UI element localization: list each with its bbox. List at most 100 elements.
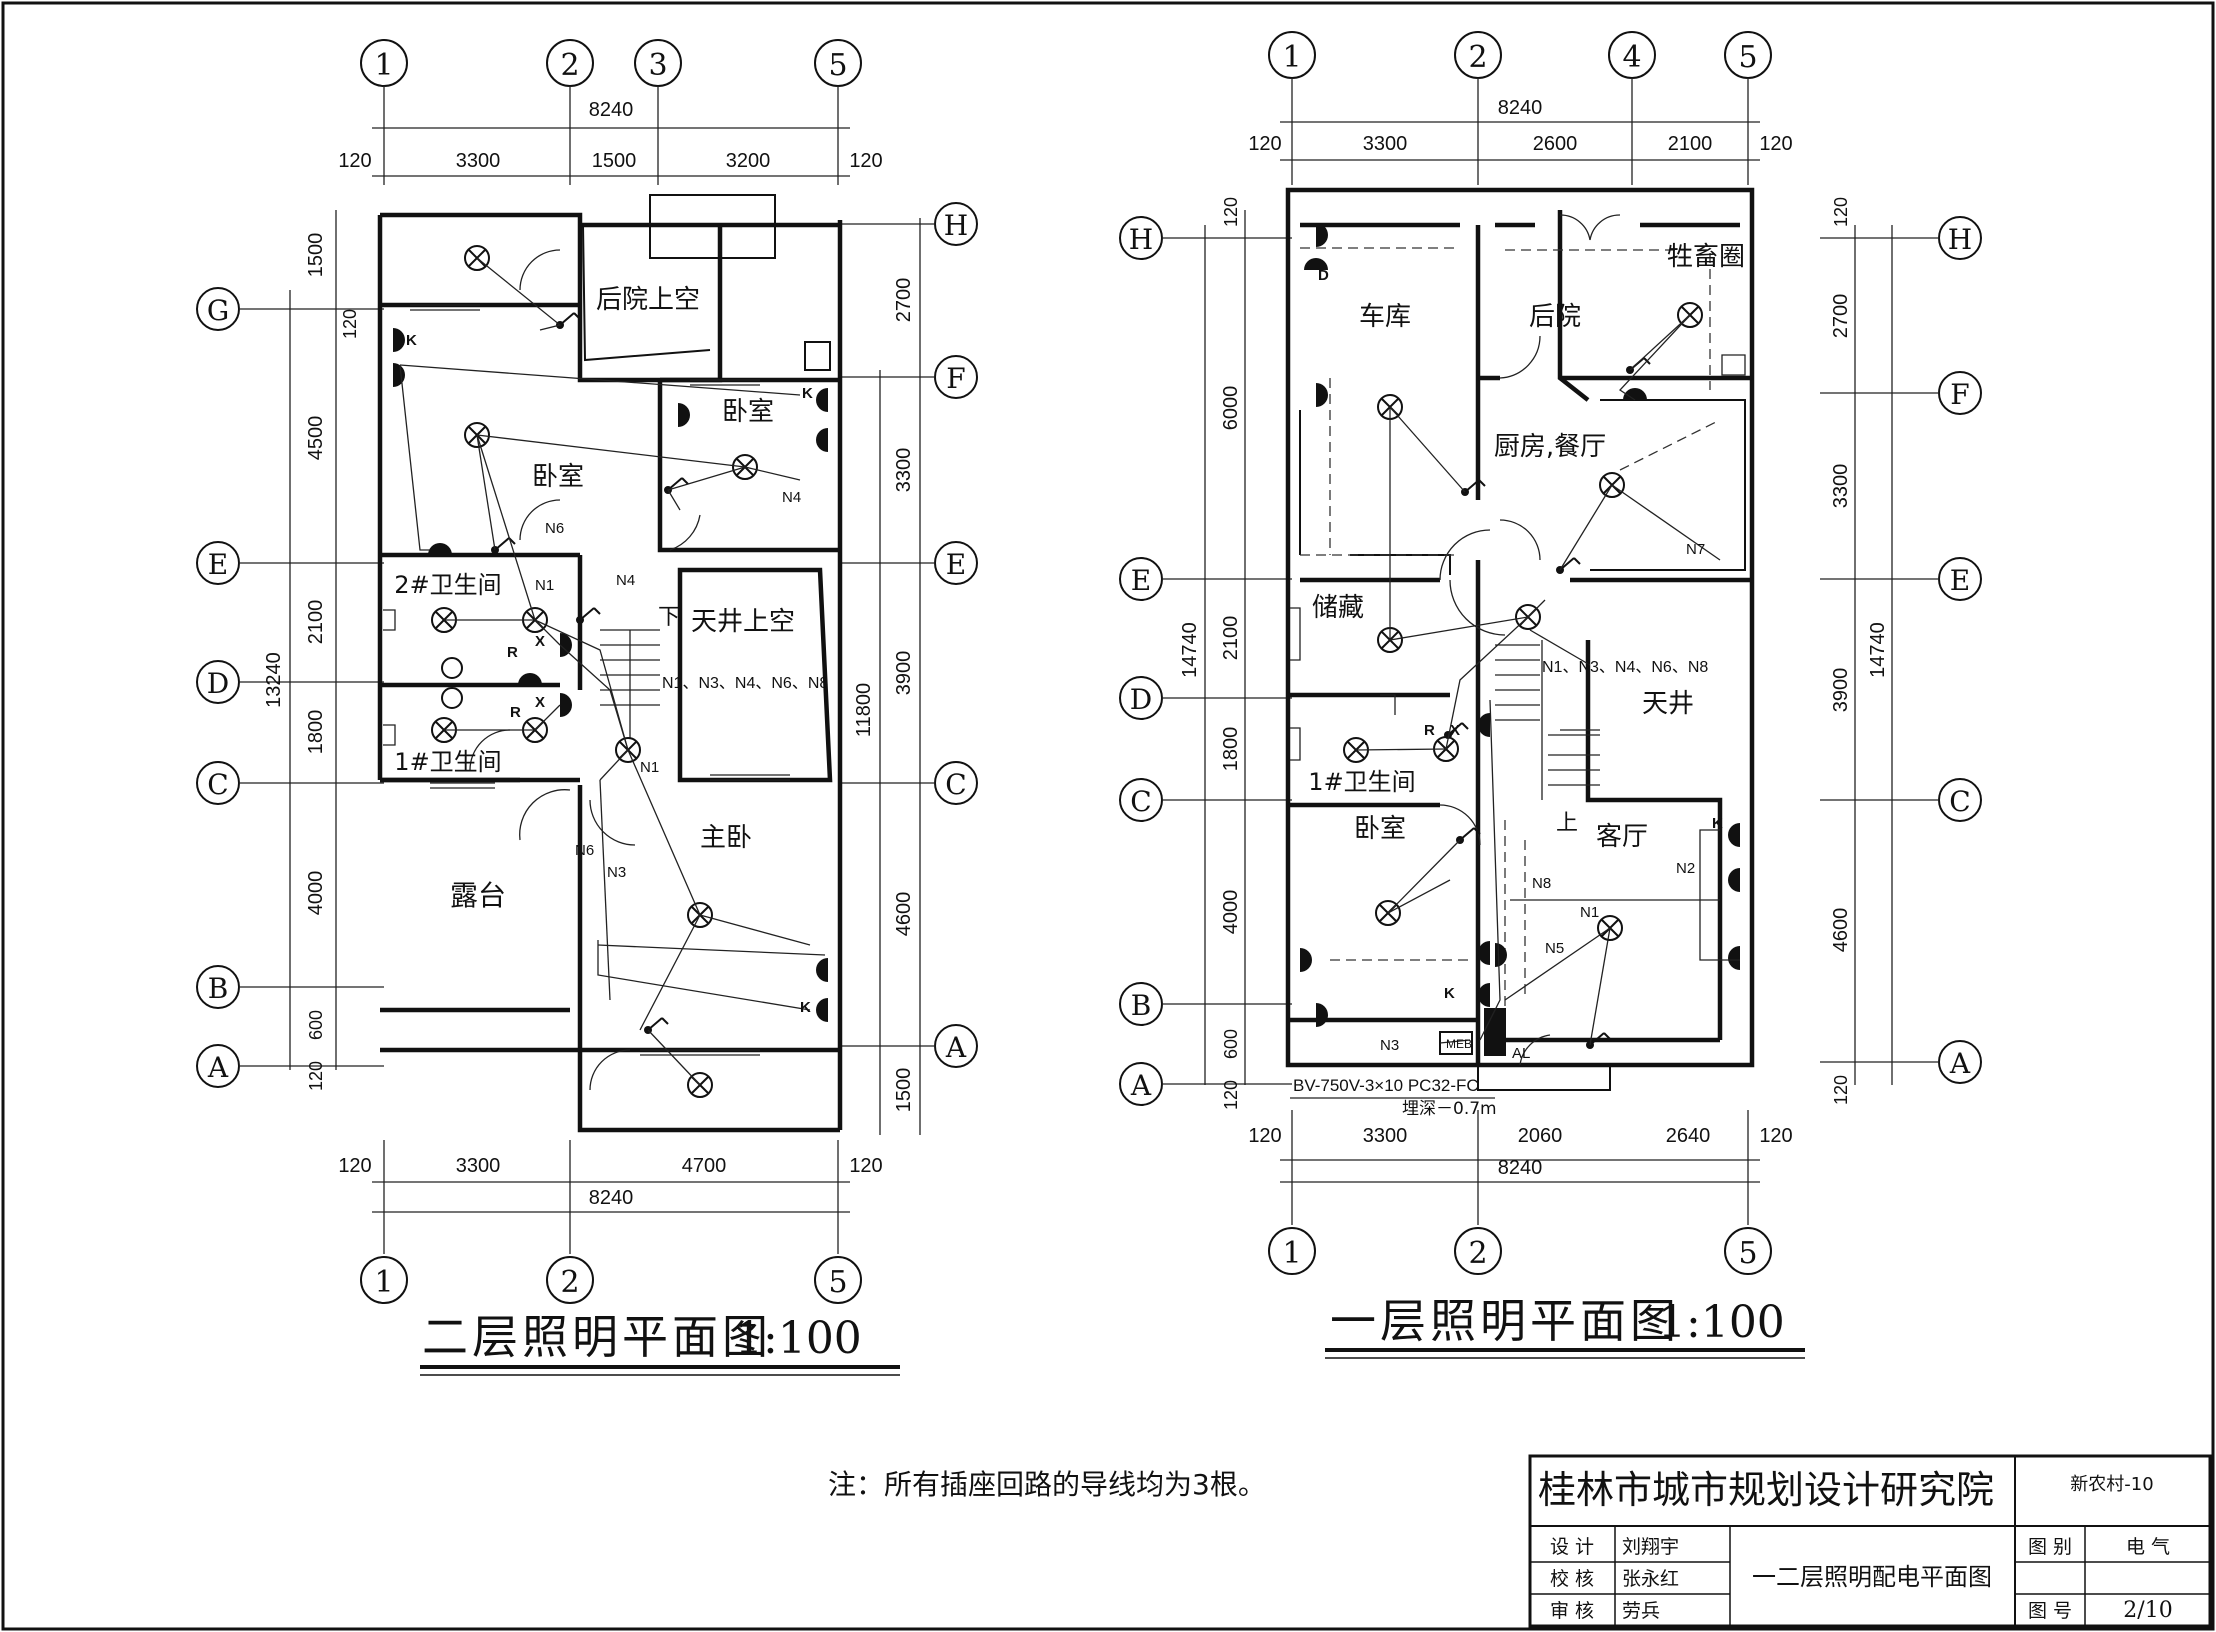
svg-text:H: H <box>1948 223 1972 256</box>
plan2-scale: 1:100 <box>735 1313 862 1364</box>
svg-text:2060: 2060 <box>1518 1125 1563 1147</box>
svg-text:AL: AL <box>1512 1045 1530 1062</box>
svg-text:N6: N6 <box>575 842 594 859</box>
svg-text:120: 120 <box>1831 197 1851 227</box>
svg-text:C: C <box>945 768 966 801</box>
svg-text:600: 600 <box>306 1010 326 1040</box>
svg-text:N2: N2 <box>1676 860 1695 877</box>
svg-text:D: D <box>1318 267 1329 284</box>
svg-text:R: R <box>510 704 521 721</box>
axis-bubble-right-H: H <box>934 202 978 246</box>
axis-bubble-top-4: 4 <box>1608 31 1656 79</box>
svg-text:120: 120 <box>849 1155 882 1177</box>
svg-text:C: C <box>1130 785 1151 818</box>
room-master-bedroom: 主卧 <box>700 823 752 853</box>
room-bedroom: 卧室 <box>1354 814 1406 844</box>
burial-depth: 埋深－0.7m <box>1402 1099 1497 1119</box>
axis-bubble-left-D: D <box>1119 676 1163 720</box>
svg-text:N5: N5 <box>1545 940 1564 957</box>
room-patio-void: 天井上空 <box>691 607 795 637</box>
svg-text:N1: N1 <box>640 759 659 776</box>
svg-text:B: B <box>1131 989 1152 1022</box>
axis-bubble-bottom-5: 5 <box>814 1256 862 1304</box>
svg-text:2100: 2100 <box>1220 616 1242 661</box>
distribution-panel <box>1484 1008 1506 1056</box>
room-backyard: 后院 <box>1529 302 1581 332</box>
axis-bubble-bottom-1: 1 <box>1268 1227 1316 1275</box>
svg-text:6000: 6000 <box>1220 386 1242 431</box>
svg-text:3300: 3300 <box>456 1155 501 1177</box>
reviewer: 劳兵 <box>1622 1600 1660 1622</box>
axis-bubble-left-B: B <box>1119 982 1163 1026</box>
svg-text:4000: 4000 <box>305 871 327 916</box>
svg-text:B: B <box>208 972 229 1005</box>
svg-text:3300: 3300 <box>1363 133 1408 155</box>
svg-text:5: 5 <box>1738 1236 1757 1271</box>
axis-bubble-bottom-5: 5 <box>1724 1227 1772 1275</box>
svg-text:2700: 2700 <box>893 278 915 323</box>
svg-text:120: 120 <box>306 1061 326 1091</box>
axis-bubble-bottom-2: 2 <box>1454 1227 1502 1275</box>
svg-text:K: K <box>1444 985 1455 1002</box>
room-livestock-pen: 牲畜圈 <box>1667 242 1745 272</box>
circuit-note-2f: N1、N3、N4、N6、N8 <box>662 675 828 692</box>
axis-bubble-right-H: H <box>1938 216 1982 260</box>
institute-name: 桂林市城市规划设计研究院 <box>1538 1468 1994 1512</box>
axis-bubble-right-C: C <box>1938 778 1982 822</box>
svg-text:X: X <box>535 633 545 650</box>
dim-top-total: 8240 <box>589 99 634 121</box>
axis-bubble-bottom-2: 2 <box>546 1256 594 1304</box>
svg-text:图 号: 图 号 <box>2028 1600 2072 1622</box>
room-bath-1: 1#卫生间 <box>1308 768 1415 796</box>
svg-text:120: 120 <box>1759 1125 1792 1147</box>
lighting-fixtures-2f <box>431 245 758 1098</box>
axis-bubble-right-A: A <box>934 1024 978 1068</box>
axis-bubble-right-F: F <box>1938 371 1982 415</box>
axis-bubble-bottom-1: 1 <box>360 1256 408 1304</box>
axis-bubble-left-C: C <box>1119 778 1163 822</box>
drawing-category: 电 气 <box>2126 1536 2170 1558</box>
wiring-1f <box>1355 314 1740 1046</box>
axis-bubble-top-5: 5 <box>1724 31 1772 79</box>
svg-text:N3: N3 <box>1380 1037 1399 1054</box>
axis-bubble-left-B: B <box>196 965 240 1009</box>
svg-text:G: G <box>207 294 229 327</box>
svg-text:1500: 1500 <box>592 150 637 172</box>
svg-text:1: 1 <box>374 1265 393 1300</box>
svg-text:1: 1 <box>1282 40 1301 75</box>
svg-text:E: E <box>946 548 966 581</box>
svg-text:120: 120 <box>340 309 360 339</box>
axis-bubble-top-2: 2 <box>546 39 594 87</box>
drawing-number: 2/10 <box>2123 1598 2172 1623</box>
svg-text:4000: 4000 <box>1220 890 1242 935</box>
axis-bubble-right-C: C <box>934 761 978 805</box>
svg-text:N3: N3 <box>607 864 626 881</box>
axis-bubble-right-F: F <box>934 355 978 399</box>
room-patio: 天井 <box>1642 689 1694 719</box>
svg-text:4700: 4700 <box>682 1155 727 1177</box>
room-bedroom-ne: 卧室 <box>722 397 774 427</box>
axis-bubble-left-G: G <box>196 287 240 331</box>
svg-text:H: H <box>1129 223 1153 256</box>
svg-text:X: X <box>535 694 545 711</box>
svg-text:C: C <box>1949 785 1970 818</box>
axis-bubble-left-E: E <box>196 541 240 585</box>
circuit-note-1f: N1、N3、N4、N6、N8 <box>1542 659 1708 676</box>
svg-text:E: E <box>1131 564 1151 597</box>
room-kitchen-dining: 厨房,餐厅 <box>1494 432 1606 462</box>
svg-text:120: 120 <box>338 150 371 172</box>
svg-text:3300: 3300 <box>893 448 915 493</box>
svg-text:A: A <box>207 1051 229 1084</box>
svg-text:H: H <box>944 209 968 242</box>
axis-bubble-top-2: 2 <box>1454 31 1502 79</box>
svg-text:A: A <box>1949 1047 1971 1080</box>
svg-text:E: E <box>208 548 228 581</box>
svg-text:3900: 3900 <box>893 651 915 696</box>
svg-text:120: 120 <box>1221 197 1241 227</box>
svg-text:N7: N7 <box>1686 541 1705 558</box>
svg-text:2100: 2100 <box>1668 133 1713 155</box>
axis-bubble-top-1: 1 <box>1268 31 1316 79</box>
room-storage: 储藏 <box>1312 593 1364 623</box>
svg-text:K: K <box>406 332 417 349</box>
